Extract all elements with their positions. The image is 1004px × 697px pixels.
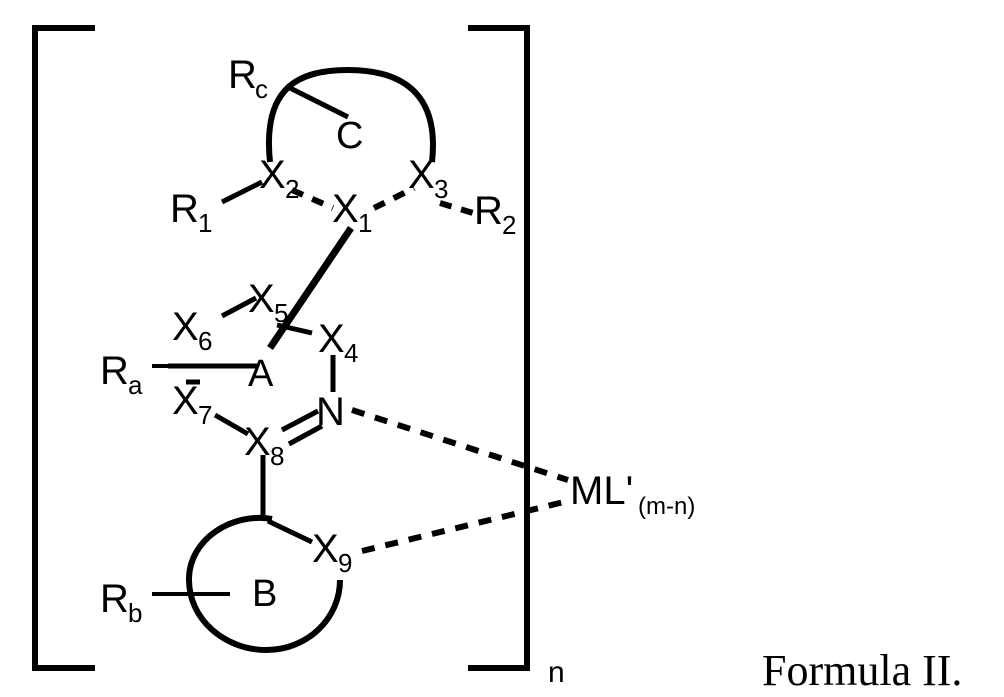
bond-r1-x2 [220,179,264,205]
substituent-ra-subscript: a [128,370,143,400]
bond-x1-x3 [372,185,416,211]
atom-x3-subscript: 3 [434,174,448,204]
ring-c-arc [265,66,436,163]
atom-x5-symbol: X [248,277,275,321]
atom-x9-subscript: 9 [338,548,352,578]
atom-x6: X 6 [172,305,212,356]
bond-rc-ringc [284,83,350,120]
substituent-r1-symbol: R [170,187,199,231]
atom-x6-symbol: X [172,305,199,349]
left-bracket [32,25,95,671]
atom-x1-subscript: 1 [358,208,372,238]
atom-x9-symbol: X [312,527,339,571]
atom-x8: X 8 [244,420,284,471]
atom-x1-symbol: X [332,187,359,231]
substituent-r2-symbol: R [474,189,503,233]
atom-x4-subscript: 4 [344,338,358,368]
substituent-rb-symbol: R [100,577,129,621]
substituent-rb: R b [100,577,142,628]
atom-x9: X 9 [312,527,352,578]
atom-x1: X 1 [332,187,372,238]
ring-b-label: B [252,573,277,615]
bond-x7-x8 [213,412,250,437]
atom-x7-subscript: 7 [198,400,212,430]
substituent-rb-subscript: b [128,598,142,628]
substituent-r1: R 1 [170,187,212,238]
atom-x2-subscript: 2 [285,174,299,204]
bracket-subscript: n [548,656,565,689]
substituent-r1-subscript: 1 [198,208,212,238]
atom-x2-symbol: X [259,153,286,197]
atom-x4-symbol: X [318,317,345,361]
metal-center-label: ML' (m-n) [570,469,695,520]
substituent-rc-symbol: R [228,53,257,97]
substituent-r2: R 2 [474,189,516,240]
bond-n-metal [351,407,569,483]
metal-subscript: (m-n) [638,493,695,520]
bond-x8-n-inner [287,423,324,447]
bond-x6-x5 [220,295,258,319]
atom-x5-subscript: 5 [274,298,288,328]
right-bracket [468,25,530,671]
bond-x2-x1 [290,187,335,211]
atom-x6-subscript: 6 [198,326,212,356]
atom-x5: X 5 [248,277,288,328]
substituent-ra: R a [100,349,143,400]
atom-x7: X 7 [172,379,212,430]
bond-x5-x4-double-inner [276,322,313,336]
atom-n-symbol: N [316,390,345,434]
metal-symbol: ML' [570,469,633,513]
ring-b-arc [185,514,343,654]
atom-x4: X 4 [318,317,358,368]
ring-c-label: C [336,115,363,157]
substituent-rc-subscript: c [255,74,268,104]
bond-x9-metal [361,498,569,554]
substituent-r2-subscript: 2 [502,210,516,240]
bond-x3-r2 [439,200,474,216]
formula-caption: Formula II. [762,646,962,695]
ring-a-label: A [248,353,274,395]
atom-x3: X 3 [408,153,448,204]
bond-x8-n-outer [280,408,320,433]
atom-x8-symbol: X [244,420,271,464]
substituent-ra-symbol: R [100,349,129,393]
atom-x8-subscript: 8 [270,441,284,471]
atom-x2: X 2 [259,153,299,204]
atom-x7-symbol: X [172,379,199,423]
atom-x3-symbol: X [408,153,435,197]
substituent-rc: R c [228,53,268,104]
bond-ringb-x9 [266,518,314,545]
